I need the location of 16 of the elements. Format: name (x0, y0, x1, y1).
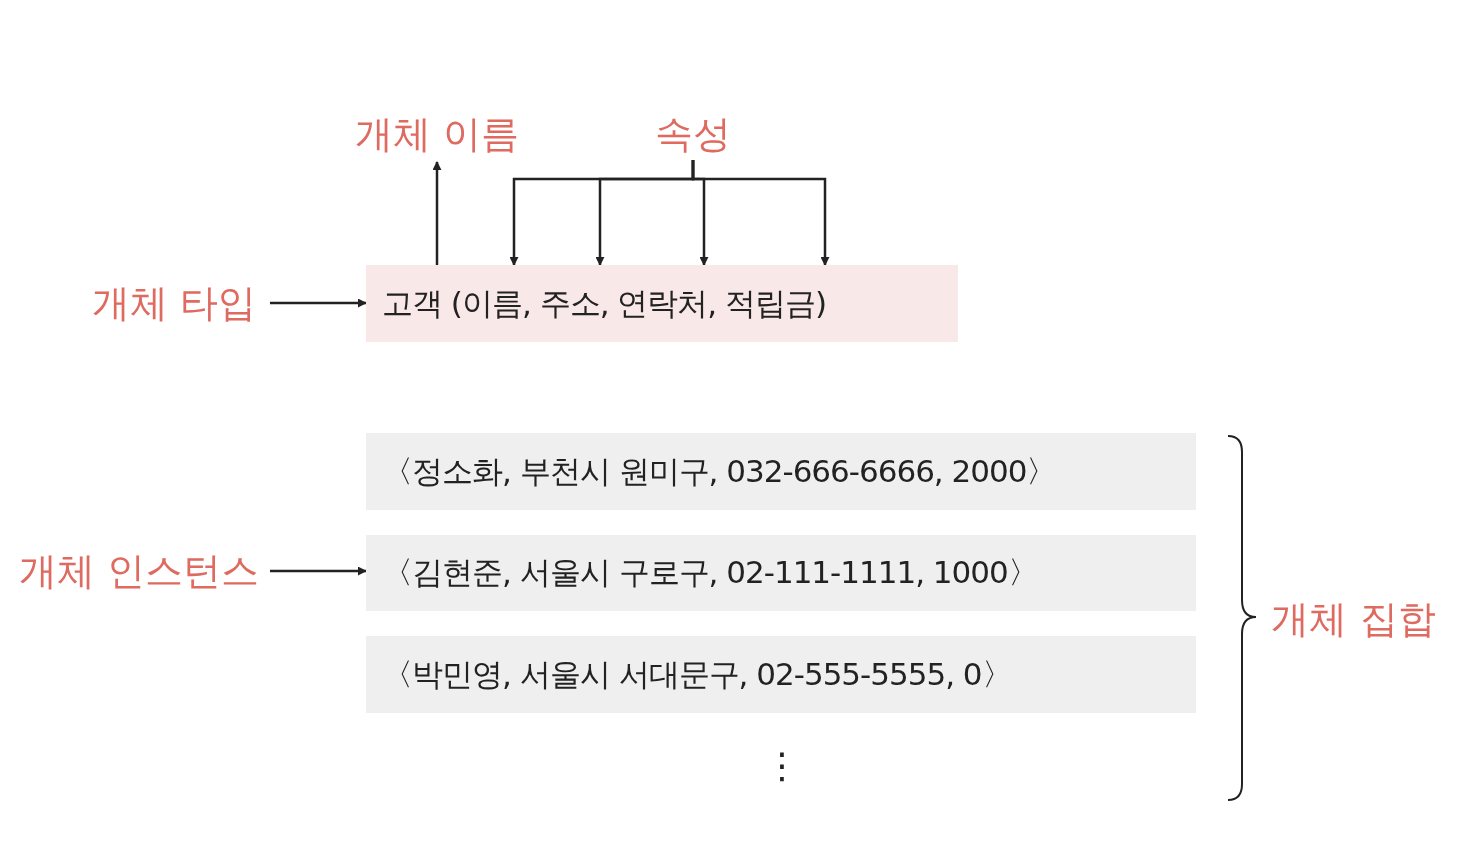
record-text: 〈정소화, 부천시 원미구, 032-666-6666, 2000〉 (382, 451, 1057, 491)
term-label: 개체 타입 (91, 279, 257, 327)
arrow (691, 160, 830, 266)
term-label: 속성 (655, 110, 731, 158)
arrow (270, 566, 367, 576)
arrow (432, 161, 442, 265)
term-label: 개체 이름 (354, 110, 520, 158)
entity-type-box (366, 265, 958, 342)
record-text: 〈김현준, 서울시 구로구, 02-111-1111, 1000〉 (382, 553, 1038, 592)
instance-box (366, 535, 1196, 611)
term-label: 개체 인스턴스 (18, 547, 260, 595)
record-text: 고객 (이름, 주소, 연락처, 적립금) (382, 283, 827, 323)
record-text: 〈박민영, 서울시 서대문구, 02-555-5555, 0〉 (382, 654, 1012, 694)
vertical-ellipsis: ⋮ (764, 748, 800, 784)
arrow (270, 298, 367, 308)
term-label: 개체 집합 (1271, 595, 1436, 643)
